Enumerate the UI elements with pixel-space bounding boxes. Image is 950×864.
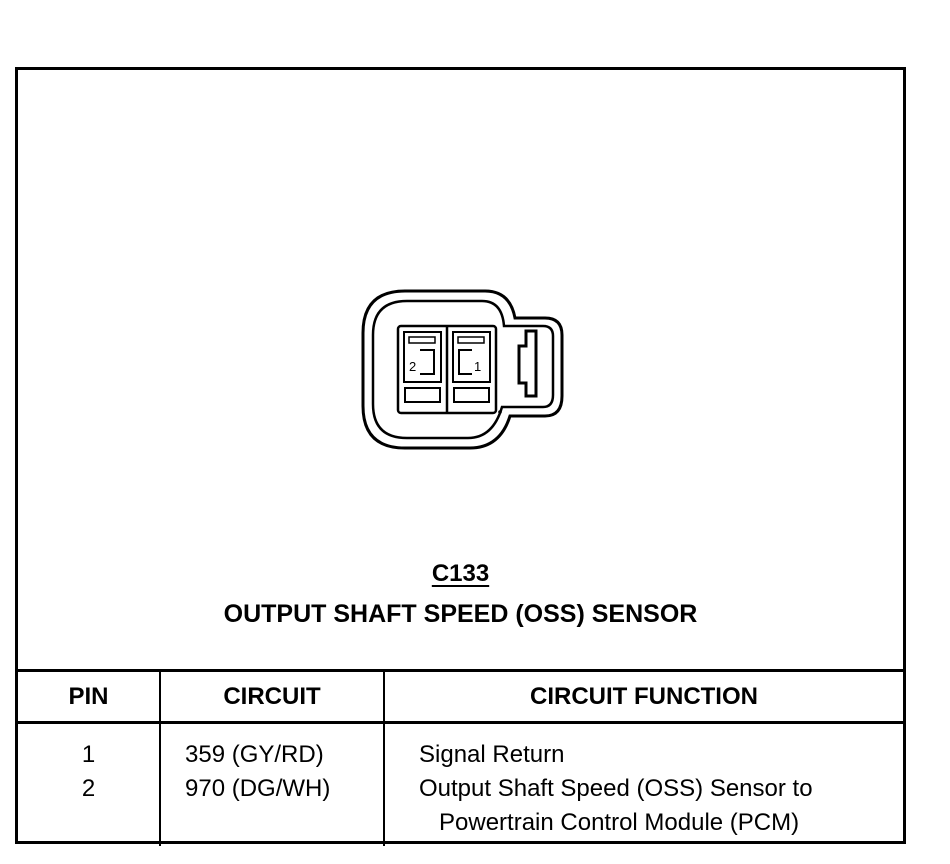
connector-housing-outer (361, 289, 564, 450)
pinout-table: PIN CIRCUIT CIRCUIT FUNCTION 1 2 359 (GY… (18, 669, 903, 846)
connector-face-illustration: 2 1 (361, 289, 564, 450)
cavity-pin-2: 2 (403, 331, 442, 383)
connector-drawing-area: 2 1 C133 OUTPUT SHAFT SPEED (OSS) SENSOR (18, 70, 903, 670)
pin-column: 1 2 (18, 723, 160, 847)
pin-number-2: 2 (81, 775, 96, 802)
header-circuit: CIRCUIT (159, 669, 384, 724)
lower-slot-left (404, 387, 441, 403)
connector-title: OUTPUT SHAFT SPEED (OSS) SENSOR (223, 600, 698, 628)
cavity-label-1: 1 (474, 359, 481, 374)
cavity-label-2: 2 (409, 359, 416, 374)
header-circuit-function: CIRCUIT FUNCTION (383, 669, 903, 724)
table-header-row: PIN CIRCUIT CIRCUIT FUNCTION (18, 669, 903, 724)
circuit-value-2: 970 (DG/WH) (185, 775, 331, 802)
pin-number-1: 1 (81, 741, 96, 768)
connector-id-text: C133 (431, 560, 490, 587)
locking-tab (517, 329, 538, 398)
function-column: Signal Return Output Shaft Speed (OSS) S… (383, 722, 903, 846)
table-row: 1 2 359 (GY/RD) 970 (DG/WH) Signal Retur… (18, 722, 903, 847)
function-value-2-line-2: Powertrain Control Module (PCM) (439, 809, 800, 836)
circuit-column: 359 (GY/RD) 970 (DG/WH) (159, 722, 384, 846)
connector-housing-inner (371, 299, 555, 440)
lower-slot-right (453, 387, 490, 403)
diagram-frame: 2 1 C133 OUTPUT SHAFT SPEED (OSS) SENSOR (15, 67, 906, 846)
function-value-1: Signal Return (419, 741, 565, 768)
cavity-pin-1: 1 (452, 331, 491, 383)
circuit-value-1: 359 (GY/RD) (185, 741, 324, 768)
header-pin: PIN (18, 669, 160, 724)
function-value-2-line-1: Output Shaft Speed (OSS) Sensor to (419, 775, 813, 802)
connector-id-label: C133 (18, 560, 903, 588)
